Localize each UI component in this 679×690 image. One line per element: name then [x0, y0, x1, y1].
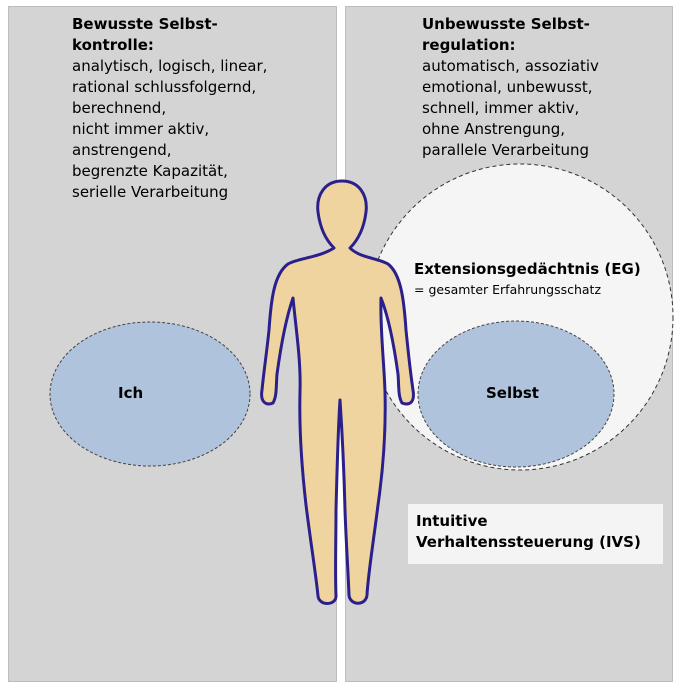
conscious-trait-6: begrenzte Kapazität, [72, 162, 228, 180]
unconscious-heading-line-1: Unbewusste Selbst- [422, 15, 590, 33]
unconscious-trait-3: schnell, immer aktiv, [422, 99, 580, 117]
conscious-trait-3: berechnend, [72, 99, 167, 117]
conscious-self-control-text: Bewusste Selbst- kontrolle: analytisch, … [72, 14, 267, 203]
selbst-label: Selbst [486, 384, 539, 402]
human-figure-body [260, 179, 415, 605]
conscious-heading-line-2: kontrolle: [72, 36, 154, 54]
ivs-line-1: Intuitive [416, 512, 488, 530]
unconscious-trait-4: ohne Anstrengung, [422, 120, 566, 138]
unconscious-self-regulation-text: Unbewusste Selbst- regulation: automatis… [422, 14, 599, 161]
conscious-trait-7: serielle Verarbeitung [72, 183, 229, 201]
conscious-trait-2: rational schlussfolgernd, [72, 78, 257, 96]
conscious-trait-5: anstrengend, [72, 141, 172, 159]
conscious-trait-4: nicht immer aktiv, [72, 120, 210, 138]
human-figure [260, 179, 415, 605]
extension-memory-subtitle: = gesamter Erfahrungsschatz [414, 282, 602, 297]
unconscious-heading-line-2: regulation: [422, 36, 516, 54]
conscious-trait-1: analytisch, logisch, linear, [72, 57, 268, 75]
conscious-heading-line-1: Bewusste Selbst- [72, 15, 218, 33]
extension-memory-title: Extensionsgedächtnis (EG) [414, 260, 641, 278]
ivs-box: Intuitive Verhaltenssteuerung (IVS) [408, 504, 663, 564]
ich-oval [49, 321, 251, 467]
ivs-line-2: Verhaltenssteuerung (IVS) [416, 533, 641, 551]
unconscious-trait-1: automatisch, assoziativ [422, 57, 599, 75]
unconscious-trait-5: parallele Verarbeitung [422, 141, 589, 159]
unconscious-trait-2: emotional, unbewusst, [422, 78, 593, 96]
selbst-oval [417, 320, 615, 468]
ich-label: Ich [118, 384, 144, 402]
